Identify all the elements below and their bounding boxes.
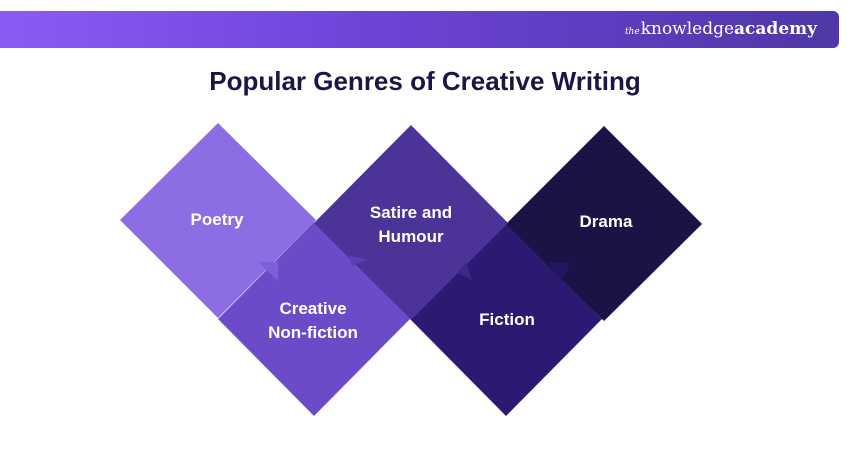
connector-arrow-satire-left xyxy=(349,255,367,266)
label-fiction: Fiction xyxy=(479,310,535,329)
diamond-poetry xyxy=(120,123,316,318)
logo-knowledge: knowledge xyxy=(640,19,735,39)
connector-arrow-drama xyxy=(548,262,570,282)
logo-the: the xyxy=(624,27,640,37)
diamond-drama xyxy=(506,126,702,321)
page-title: Popular Genres of Creative Writing xyxy=(209,66,641,96)
connector-arrow-satire-right xyxy=(457,262,472,280)
logo-academy: academy xyxy=(734,19,817,39)
label-drama: Drama xyxy=(580,212,633,231)
connector-arrow-poetry xyxy=(258,262,278,281)
header-bar: theknowledgeacademy xyxy=(0,11,839,48)
label-humour: Humour xyxy=(378,227,444,246)
label-creative: Creative xyxy=(279,299,346,318)
brand-logo: theknowledgeacademy xyxy=(625,19,817,42)
label-poetry: Poetry xyxy=(191,210,244,229)
label-nonfiction: Non-fiction xyxy=(268,323,358,342)
label-satire: Satire and xyxy=(370,203,452,222)
